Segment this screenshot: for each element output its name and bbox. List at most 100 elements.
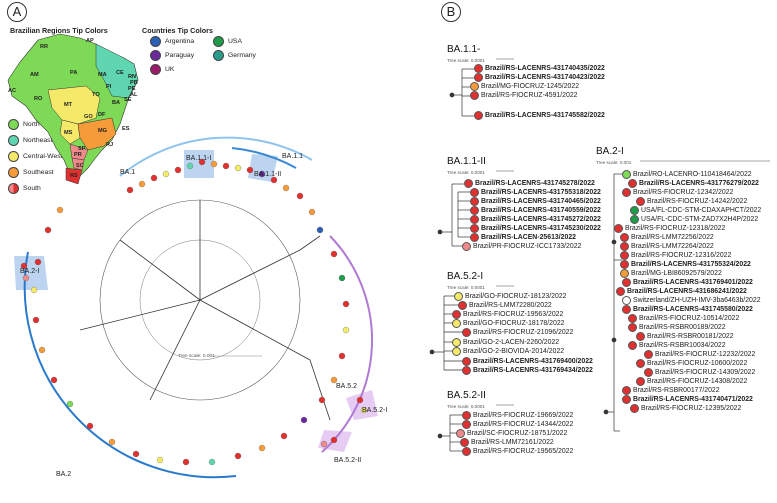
tip-label: Brazil/RS-FIOCRUZ-10600/2022 bbox=[647, 359, 748, 367]
tip: Brazil/RS-RSBR00177/2022 bbox=[622, 386, 720, 395]
tip: Brazil/RS-FIOCRUZ-19669/2022 bbox=[462, 411, 573, 420]
tip: Brazil/RS-FIOCRUZ-21096/2022 bbox=[462, 328, 573, 337]
tip-label: Brazil/MG-LBI86092579/2022 bbox=[631, 269, 722, 277]
state-label: MA bbox=[98, 72, 107, 78]
tip-dot bbox=[462, 357, 471, 366]
tip-label: Brazil/SC-FIOCRUZ-18751/2022 bbox=[467, 429, 568, 437]
tip-dot bbox=[462, 242, 471, 251]
tip-label: Brazil/RS-FIOCRUZ-19565/2022 bbox=[473, 447, 574, 455]
legend-label: UK bbox=[165, 66, 175, 73]
tip-label: Brazil/RS-RSBR00177/2022 bbox=[633, 386, 720, 394]
tip: Brazil/MG-LBI86092579/2022 bbox=[620, 269, 722, 278]
tip: Brazil/RS-LACENRS-431769401/2022 bbox=[622, 278, 753, 287]
usa-swatch bbox=[213, 36, 224, 47]
tip-dot bbox=[458, 301, 467, 310]
tip-label: Brazil/RS-LACENRS-431745582/2022 bbox=[485, 111, 605, 119]
subtree-title-ba-5-2-ii: BA.5.2-II bbox=[447, 390, 486, 401]
tip-label: Brazil/RS-LACEN-25613/2022 bbox=[481, 233, 576, 241]
clade-label-ba-5-2-ii: BA.5.2-II bbox=[334, 457, 361, 464]
brazil-map: RR AP AM PA MA CE RN PB PE AL SE PI AC R… bbox=[7, 33, 139, 185]
tip: Brazil/GO-2-LACEN-2260/2022 bbox=[452, 338, 559, 347]
clade-label-ba-1-1: BA.1.1 bbox=[282, 153, 303, 160]
tip-label: Brazil/RS-RSBR10034/2022 bbox=[639, 341, 726, 349]
state-label: BA bbox=[112, 100, 120, 106]
tip-label: Brazil/GO-2-LACEN-2260/2022 bbox=[463, 338, 560, 346]
state-label: AL bbox=[130, 92, 138, 98]
tip: Brazil/RO-LACENRO-110418464/2022 bbox=[622, 170, 752, 179]
tip-dot bbox=[628, 341, 637, 350]
ba-5-2-arc bbox=[321, 235, 373, 453]
tip: Brazil/RS-FIOCRUZ-12318/2022 bbox=[614, 224, 725, 233]
paraguay-swatch bbox=[150, 50, 161, 61]
tip-label: Brazil/RS-FIOCRUZ-19669/2022 bbox=[473, 411, 574, 419]
tip: Brazil/RS-FIOCRUZ-12342/2022 bbox=[622, 188, 733, 197]
tip-label: Brazil/RS-FIOCRUZ-12232/2022 bbox=[655, 350, 756, 358]
tip-dot bbox=[470, 224, 479, 233]
tip-label: Brazil/RS-LMM72161/2022 bbox=[471, 438, 554, 446]
clade-label-ba-5-2: BA.5.2 bbox=[336, 383, 357, 390]
tip: Brazil/RS-FIOCRUZ-12395/2022 bbox=[630, 404, 741, 413]
tip-dot bbox=[622, 296, 631, 305]
tip: Brazil/RS-LACENRS-431745230/2022 bbox=[470, 224, 601, 233]
tip-label: Brazil/RS-FIOCRUZ-19563/2022 bbox=[463, 310, 564, 318]
tip: Brazil/GO-FIOCRUZ-18178/2022 bbox=[452, 319, 564, 328]
tip-dot bbox=[470, 82, 479, 91]
tip-dot bbox=[636, 359, 645, 368]
tip: Brazil/RS-LACENRS-431745272/2022 bbox=[470, 215, 601, 224]
tip-dot bbox=[620, 260, 629, 269]
tip-dot bbox=[620, 269, 629, 278]
countries-legend-title: Countries Tip Colors bbox=[142, 26, 213, 35]
clade-label-ba-5-2-i: BA.5.2-I bbox=[362, 407, 387, 414]
tip-label: Brazil/RS-FIOCRUZ-14309/2022 bbox=[655, 368, 756, 376]
tip: Brazil/RS-LACENRS-431740471/2022 bbox=[622, 395, 753, 404]
clade-label-ba-1-1-ii: BA.1.1-II bbox=[254, 171, 281, 178]
tip-dot bbox=[452, 347, 461, 356]
state-label: RS bbox=[70, 173, 78, 179]
subtree-title-ba-5-2-i: BA.5.2-I bbox=[447, 271, 484, 282]
tip-dot bbox=[622, 170, 631, 179]
tip-label: Brazil/RS-LACENRS-431769400/2022 bbox=[473, 357, 593, 365]
tip-dot bbox=[454, 292, 463, 301]
tip-dot bbox=[462, 328, 471, 337]
state-label: PE bbox=[128, 86, 136, 92]
tip-dot bbox=[474, 64, 483, 73]
tip-dot bbox=[470, 188, 479, 197]
tip-label: USA/FL-CDC-STM-ZAD7X2H4P/2022 bbox=[641, 215, 759, 223]
tip-dot bbox=[622, 305, 631, 314]
tip-label: Brazil/RS-LACENRS-431740423/2022 bbox=[485, 73, 605, 81]
north-swatch bbox=[8, 119, 19, 130]
northeast-swatch bbox=[8, 135, 19, 146]
subtree-title-ba-1-1-ii: BA.1.1-II bbox=[447, 156, 486, 167]
tip-dot bbox=[460, 438, 469, 447]
tip: Brazil/RS-LMM72280/2022 bbox=[458, 301, 552, 310]
tip: Brazil/RS-LACENRS-431745580/2022 bbox=[622, 305, 753, 314]
tip: USA/FL-CDC-STM-ZAD7X2H4P/2022 bbox=[630, 215, 758, 224]
tip-dot bbox=[622, 188, 631, 197]
tip: Brazil/GO-2-BIOVIDA-2014/2022 bbox=[452, 347, 564, 356]
tip-label: Brazil/RS-LACENRS-431769434/2022 bbox=[473, 366, 593, 374]
state-label: PB bbox=[130, 80, 138, 86]
tip: Brazil/RS-LACENRS-431769400/2022 bbox=[462, 357, 593, 366]
tip-label: Brazil/RS-FIOCRUZ-4591/2022 bbox=[481, 91, 578, 99]
tip-dots bbox=[20, 158, 368, 466]
tip-dot bbox=[456, 429, 465, 438]
tip-label: Brazil/RS-FIOCRUZ-10514/2022 bbox=[639, 314, 740, 322]
tip: Brazil/RS-RSBR00181/2022 bbox=[636, 332, 734, 341]
tip: Brazil/RS-LACENRS-431755318/2022 bbox=[470, 188, 601, 197]
tip: Brazil/RS-LACENRS-431745582/2022 bbox=[474, 111, 605, 120]
state-label: TO bbox=[92, 92, 100, 98]
state-label: SE bbox=[124, 97, 132, 103]
tip: Brazil/RS-FIOCRUZ-10600/2022 bbox=[636, 359, 747, 368]
tip-label: Brazil/RS-LACENRS-431755318/2022 bbox=[481, 188, 601, 196]
legend-label: North bbox=[23, 121, 40, 128]
ba-1-1-ii-highlight bbox=[248, 154, 278, 182]
tip-dot bbox=[464, 179, 473, 188]
tip-label: USA/FL-CDC-STM-CDAXAPHCT/2022 bbox=[641, 206, 762, 214]
uk-swatch bbox=[150, 64, 161, 75]
tip-label: Brazil/RS-FIOCRUZ-14344/2022 bbox=[473, 420, 574, 428]
tip: Brazil/RS-FIOCRUZ-14242/2022 bbox=[636, 197, 747, 206]
clade-label-ba-1: BA.1 bbox=[120, 169, 135, 176]
tip-label: Brazil/RO-LACENRO-110418464/2022 bbox=[633, 170, 752, 178]
tip: Brazil/RS-FIOCRUZ-14309/2022 bbox=[644, 368, 755, 377]
tip: Brazil/RS-LMM72264/2022 bbox=[620, 242, 714, 251]
